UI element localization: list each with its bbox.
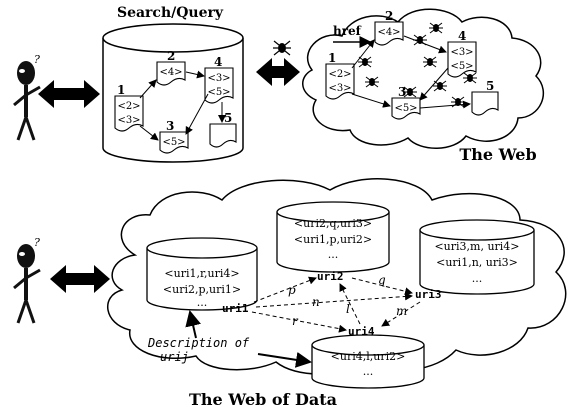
dataset1-cylinder [146,237,258,311]
spider-icon [429,22,443,34]
spider-icon [433,80,447,92]
web-page-3-link-1: <5> [394,103,417,114]
edge-label-n: n [312,295,320,309]
web-page-4-number: 4 [458,29,466,43]
dataset2-triple-1: <uri2,q,uri3> [294,217,372,230]
node-uri4: uri4 [348,325,375,338]
dataset1-triple-2: <uri2,p,uri1> [163,283,241,296]
web-page-1: <2> <3> 1 [325,51,355,100]
db-page-3-number: 3 [166,119,174,133]
edge-n [255,292,413,308]
crawler-spider-icon [273,40,291,56]
link-edges [251,276,421,333]
dataset4-triple-1: <uri4,l,uri2> [331,350,406,363]
edge-q [351,277,413,296]
db-page-4-link-2: <5> [207,87,230,98]
db-edge-1-3 [139,125,159,141]
description-arrow-right [257,351,312,368]
dataset2-more: ... [328,248,339,261]
web-edge-4-3 [419,67,449,101]
top-user-figure: ? [13,53,41,141]
edge-label-r: r [292,314,299,328]
description-label-line1: Description of [147,336,250,350]
db-page-4-link-1: <3> [207,73,230,84]
edge-label-p: p [288,283,296,297]
web-edge-1-3 [351,93,391,108]
db-page-3: <5>3 [159,119,189,154]
bottom-user-arrow [50,265,110,293]
spider-icon [463,72,477,84]
db-page-1-link-2: <3> [117,115,140,126]
search-query-title: Search/Query [117,5,224,21]
web-page-2-link-1: <4> [377,27,400,38]
node-uri3: uri3 [415,288,442,301]
web-page-4-link-1: <3> [450,47,473,58]
web-page-1-link-2: <3> [328,83,351,94]
href-label: href [333,24,362,38]
dataset3-triple-2: <uri1,n, uri3> [436,256,518,269]
db-page-2-number: 2 [167,49,175,63]
db-page-4: <3> <5> 4 [204,55,234,104]
spider-icon [451,96,465,108]
web-page-5: 5 [471,79,499,116]
db-edge-1-2 [139,79,157,99]
db-page-2-link-1: <4> [159,67,182,78]
db-web-arrow [256,58,300,86]
dataset2-cylinder [276,201,390,273]
db-page-5-number: 5 [224,111,232,125]
web-page-1-link-1: <2> [328,69,351,80]
web-page-1-number: 1 [328,51,336,65]
edge-r [251,311,347,333]
dataset1-more: ... [197,296,208,309]
web-page-4: <3> <5> 4 [447,29,477,78]
db-page-graph: <2><3>1<4>2<5>3<3><5>45 [114,49,237,154]
top-question-mark: ? [34,53,40,66]
description-arrow-up [185,310,201,339]
db-page-3-link-1: <5> [162,137,185,148]
db-page-4-number: 4 [214,55,222,69]
web-page-3: <5>3 [391,85,421,120]
db-edge-2-4 [185,70,205,79]
dataset3-more: ... [472,272,483,285]
edge-label-l: l [346,302,350,316]
spider-icon [365,76,379,88]
edge-l [339,283,361,325]
the-web-title: The Web [459,145,536,164]
node-uri1: uri1 [222,302,249,315]
web-page-graph: <2><3>1<4>2<5>3<3><5>45 [325,9,499,120]
web-page-4-link-2: <5> [450,61,473,72]
edge-label-q: q [378,273,386,287]
web-of-data-title: The Web of Data [189,390,337,409]
spider-icon [423,56,437,68]
dataset2-triple-2: <uri1,p,uri2> [294,233,372,246]
db-page-1-link-1: <2> [117,101,140,112]
bottom-question-mark: ? [34,236,40,249]
node-uri2: uri2 [317,270,344,283]
spider-icon [413,34,427,46]
db-page-2: <4>2 [156,49,186,86]
bottom-user-figure: ? [13,236,41,324]
dataset3-triple-1: <uri3,m, uri4> [434,240,519,253]
dataset3-cylinder [419,219,535,295]
dataset4-cylinder [311,334,425,389]
top-user-db-arrow [38,80,100,108]
db-page-1: <2> <3> 1 [114,83,144,132]
spider-icon [403,86,417,98]
db-page-1-number: 1 [117,83,125,97]
db-edge-4-3 [185,93,209,135]
edge-label-m: m [396,304,407,318]
db-page-5: 5 [209,111,237,148]
edge-m [381,301,421,327]
spider-icon [358,56,372,68]
web-page-2-number: 2 [385,9,393,23]
dataset4-more: ... [363,365,374,378]
description-label-line2: urij [160,350,189,364]
dataset1-triple-1: <uri1,r,uri4> [164,267,239,280]
web-page-3-number: 3 [398,85,406,99]
web-page-2: <4>2 [374,9,404,46]
web-page-5-number: 5 [486,79,494,93]
